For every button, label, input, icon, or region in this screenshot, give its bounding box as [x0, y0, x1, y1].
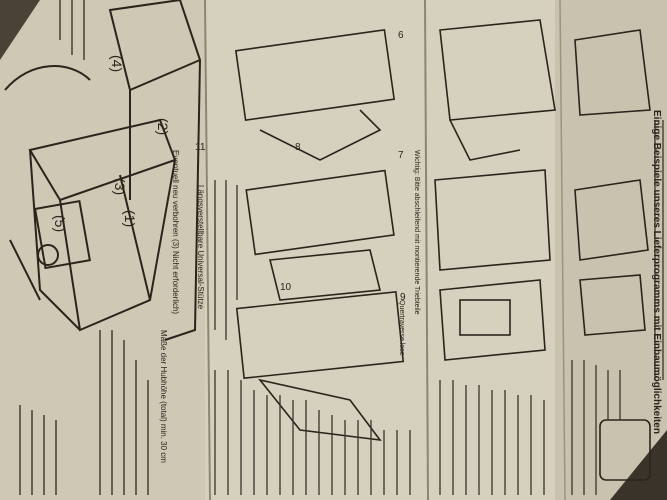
left-text-block [19, 0, 149, 495]
fig-num-7: 7 [398, 150, 404, 161]
fig-num-11: 11 [195, 142, 206, 153]
fold-line-2 [424, 0, 429, 500]
far-right-text-block [571, 120, 664, 495]
left-panel-labels: (1) (2) (3) (4) (5) [52, 55, 171, 232]
caption-universal-support: Längsverstellbare Universal-Stütze [196, 185, 205, 310]
middle-figures [234, 28, 405, 442]
middle-figure-numbers: 6 7 8 9 10 11 [195, 30, 406, 303]
label-4: (4) [109, 55, 125, 72]
caption-crossbar: Quertraverse lose [398, 300, 405, 356]
fold-line-1 [204, 0, 211, 500]
fig-num-6: 6 [398, 30, 404, 41]
dark-corner-bottom-right [610, 430, 667, 500]
far-right-figures [574, 29, 651, 481]
fold-line-3 [559, 0, 566, 500]
label-2: (2) [155, 118, 171, 135]
label-1: (1) [122, 210, 138, 227]
fig-num-10: 10 [280, 282, 292, 293]
left-fold-shadow [0, 0, 205, 500]
label-5: (5) [52, 215, 68, 232]
large-jack-drawing [4, 0, 202, 341]
fig-num-9: 9 [400, 292, 406, 303]
caption-lift-height: Maße der Hubhöhe (total) min. 30 cm [159, 330, 168, 463]
right-text-block [439, 380, 545, 495]
middle-text-block [214, 180, 411, 495]
caption-important: Wichtig: Bitte abschleifend mit montiere… [413, 150, 420, 315]
fig-num-8: 8 [295, 142, 301, 153]
heading-text: Einige Beispiele unseres Lieferprogramms… [651, 110, 662, 434]
caption-re-drill: Eventuell neu verbohren (3) Nicht erford… [171, 150, 180, 315]
right-figures [434, 19, 556, 361]
label-3: (3) [112, 178, 128, 195]
dark-corner-top-left [0, 0, 40, 60]
